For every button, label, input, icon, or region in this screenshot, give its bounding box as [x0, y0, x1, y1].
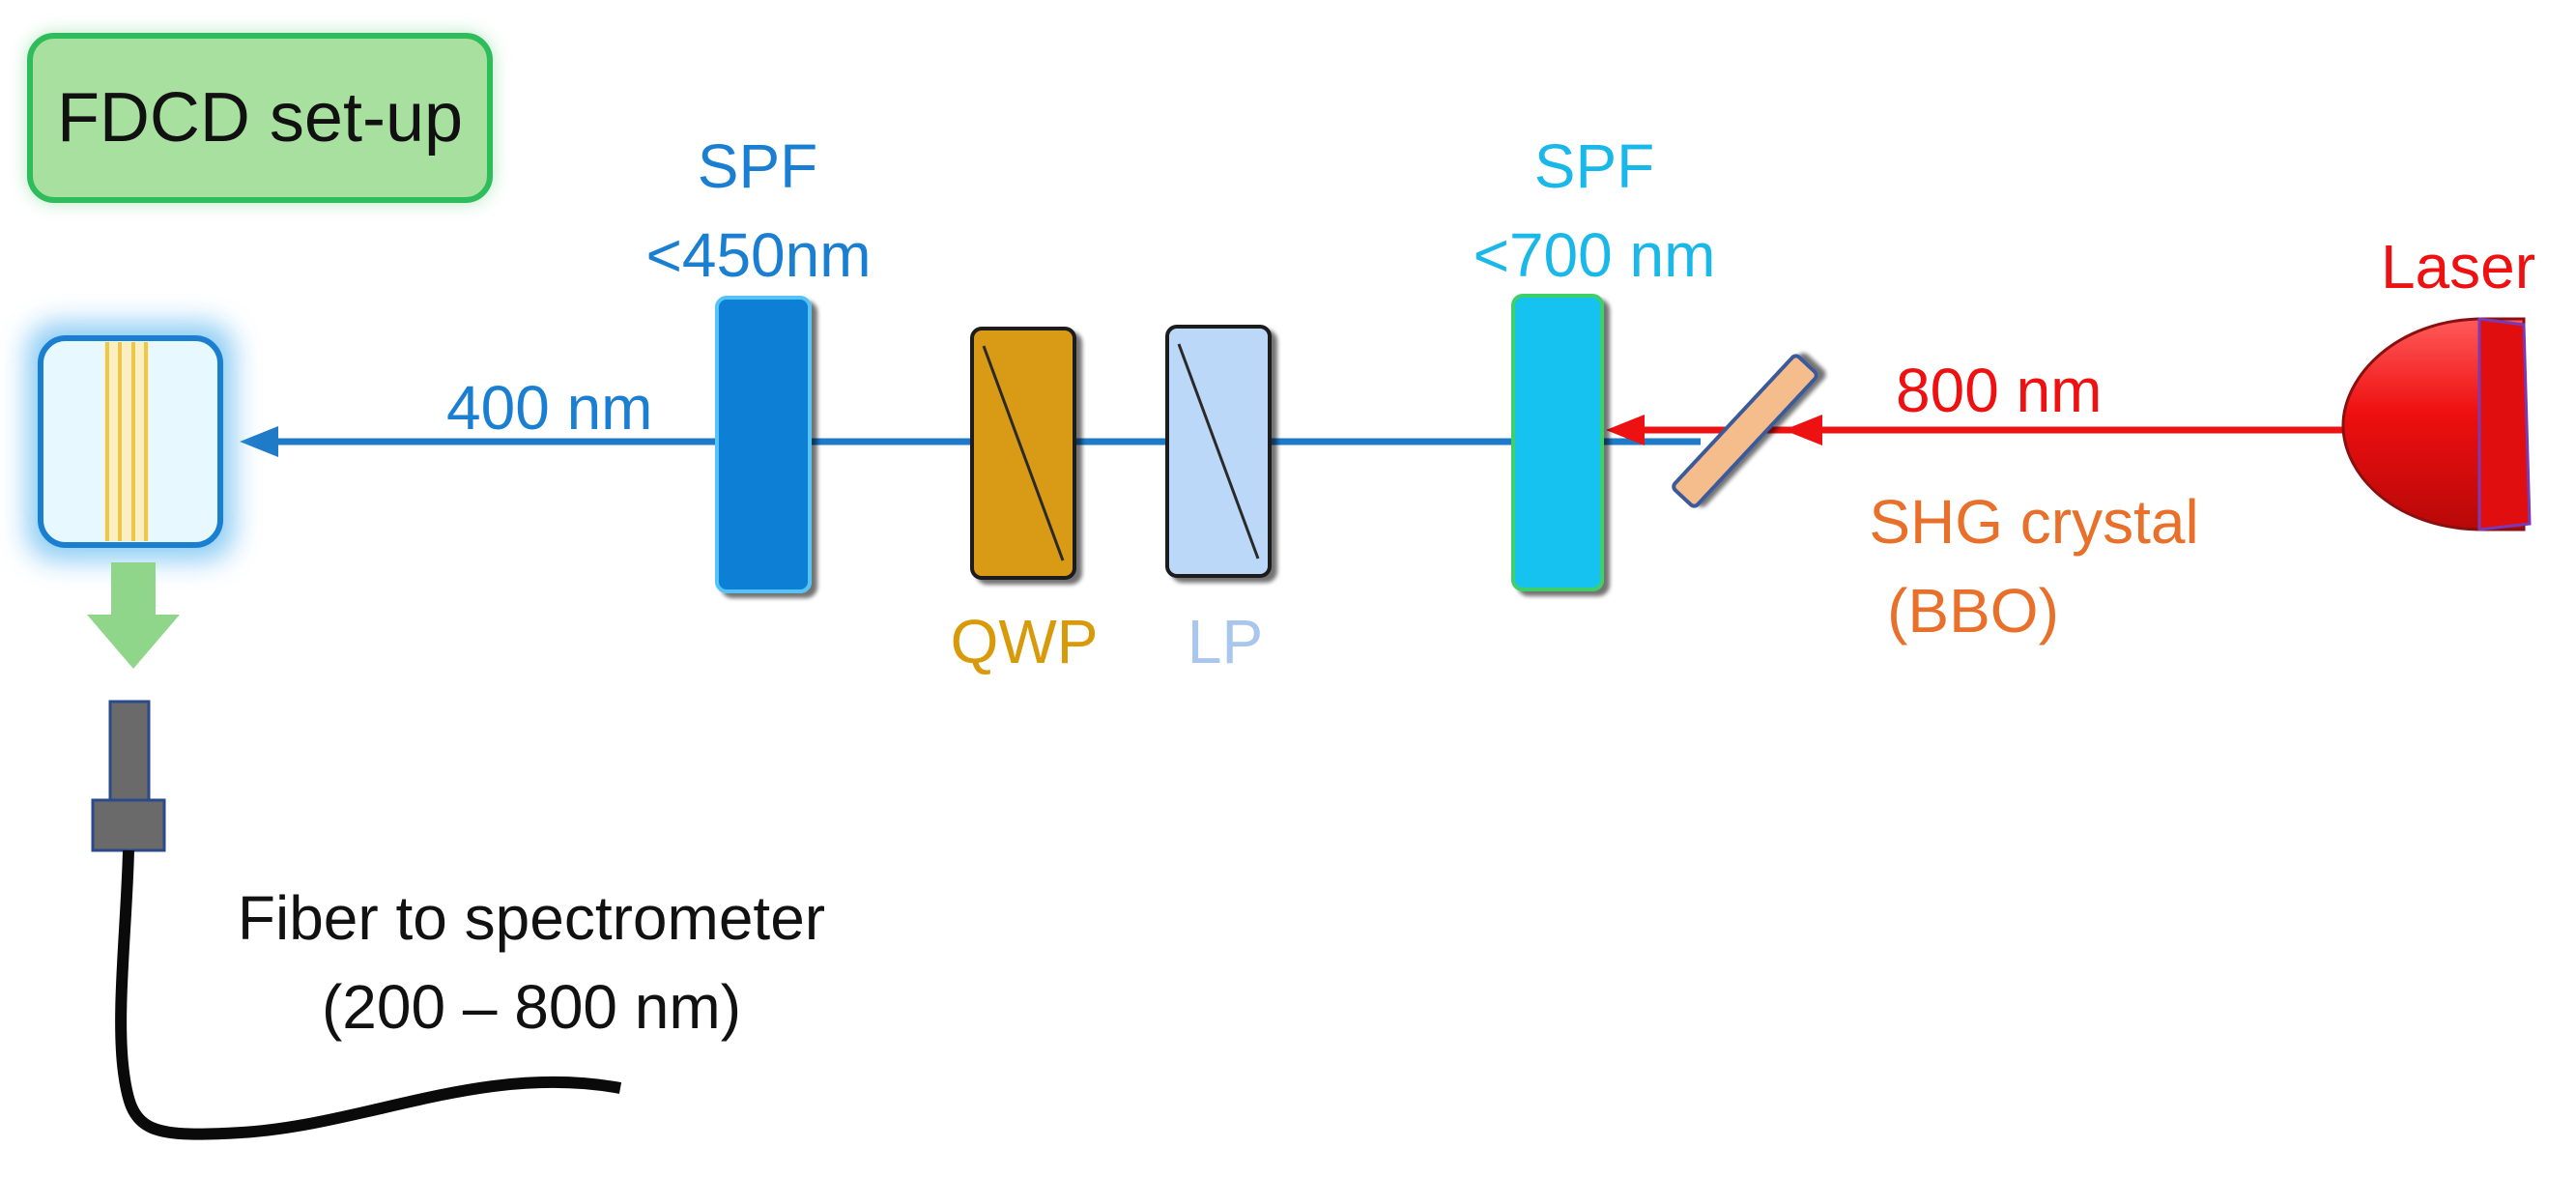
qwp-waveplate	[970, 327, 1076, 580]
laser-source	[2341, 317, 2532, 531]
spf-450-filter	[715, 296, 812, 593]
blue-beam-arrowhead	[240, 426, 278, 457]
laser-label: Laser	[2380, 232, 2536, 301]
shg-crystal-material-label: (BBO)	[1887, 576, 2059, 646]
shg-crystal-label: SHG crystal	[1869, 487, 2199, 557]
fiber-connector	[91, 798, 166, 852]
fiber-range-label: (200 – 800 nm)	[321, 972, 742, 1042]
qwp-label: QWP	[950, 607, 1099, 676]
diagram-title: FDCD set-up	[56, 79, 464, 157]
fiber-ferrule	[108, 700, 151, 804]
lp-polarizer	[1165, 325, 1272, 578]
spf-700-filter	[1511, 294, 1604, 591]
red-beam-wavelength-label: 800 nm	[1896, 356, 2103, 425]
title-box: FDCD set-up	[27, 33, 493, 203]
spf-700-label: SPF	[1533, 131, 1655, 201]
lp-label: LP	[1187, 607, 1264, 676]
red-beam-arrowhead-near-filter	[1606, 415, 1645, 445]
red-beam-arrowhead-near-crystal	[1784, 415, 1822, 445]
fiber-label: Fiber to spectrometer	[237, 883, 826, 953]
spf-450-cutoff-label: <450nm	[645, 220, 872, 290]
spf-700-cutoff-label: <700 nm	[1473, 220, 1716, 290]
fiber-cable	[115, 849, 622, 1140]
emission-arrow	[87, 562, 180, 669]
blue-beam-wavelength-label: 400 nm	[446, 373, 653, 443]
cuvette-sample-band	[104, 342, 149, 541]
shg-crystal	[1672, 354, 1818, 508]
spf-450-label: SPF	[697, 131, 818, 201]
